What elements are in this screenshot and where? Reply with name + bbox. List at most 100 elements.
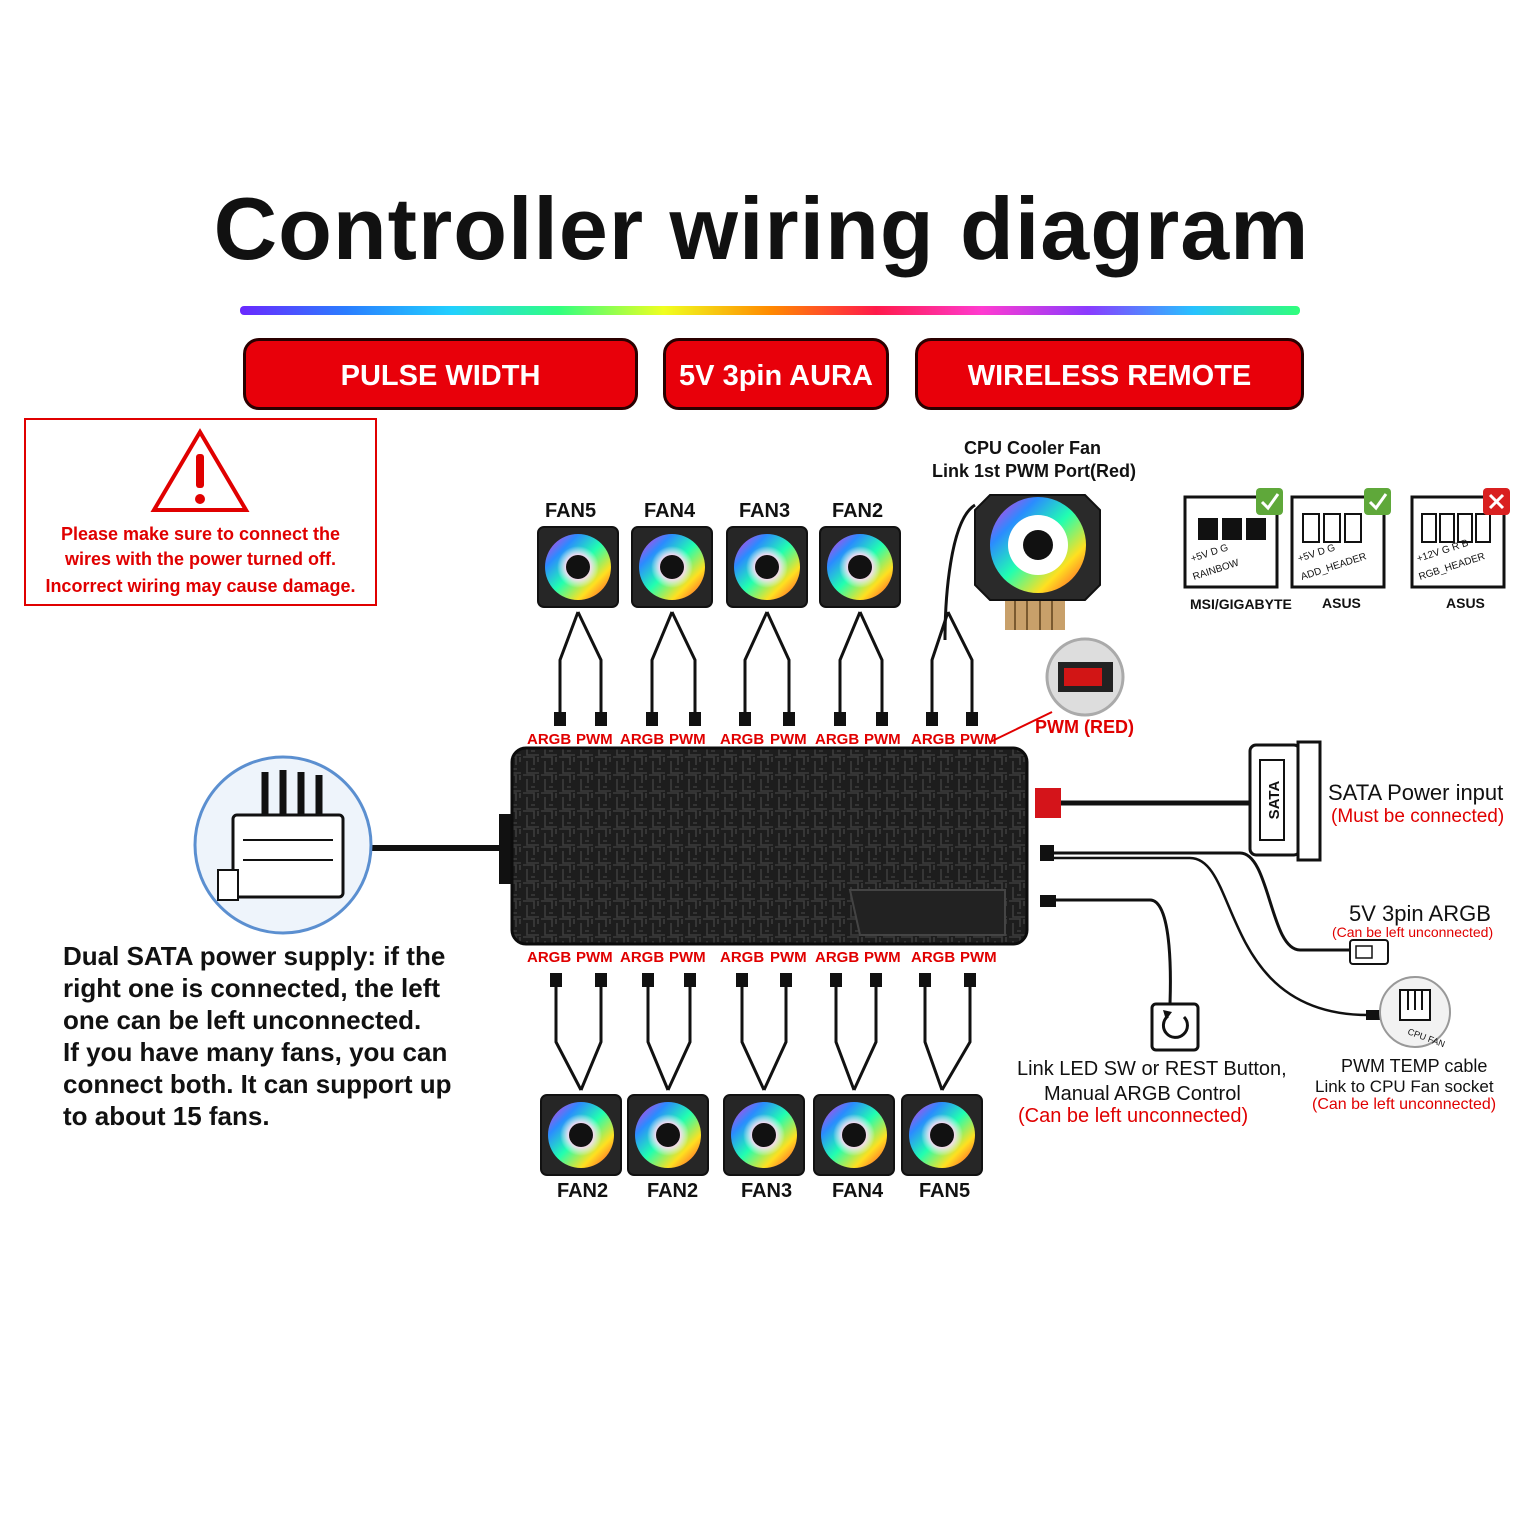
pwm-red-socket-zoom [989, 637, 1125, 743]
port-label-pwm: PWM [864, 949, 901, 966]
rgb-fan [726, 526, 808, 608]
pwm-red-label: PWM (RED) [1035, 717, 1134, 737]
cpu-cooler-label: CPU Cooler Fan [964, 438, 1102, 458]
header-asus-label: ASUS [1322, 595, 1361, 611]
pwm-temp-cable [1054, 856, 1369, 1017]
argb-plug [642, 973, 654, 987]
argb-plug [830, 973, 842, 987]
page-title: Controller wiring diagram [213, 179, 1310, 278]
dual-sata-note: Dual SATA power supply: if the right one… [63, 940, 493, 1132]
check-icon [1368, 493, 1388, 511]
fan-cable [554, 987, 603, 1091]
argb-port [1040, 845, 1054, 861]
port-label-pwm: PWM [864, 731, 901, 748]
argb-plug [736, 973, 748, 987]
pwm-plug [783, 712, 795, 726]
port-label-pwm: PWM [669, 949, 706, 966]
pwm-temp-note: (Can be left unconnected) [1312, 1096, 1497, 1113]
port-label-argb: ARGB [815, 731, 860, 748]
warning-line-1: Please make sure to connect the [60, 524, 341, 544]
switch-cable [1056, 898, 1172, 1005]
pwm-plug [870, 973, 882, 987]
rgb-fan [819, 526, 901, 608]
rgb-fan [813, 1094, 895, 1176]
fan-cable [650, 611, 697, 712]
cross-icon [1488, 493, 1505, 510]
argb-plug [550, 973, 562, 987]
cpu-cooler [943, 494, 1101, 641]
warning-line-3: Incorrect wiring may cause damage. [45, 576, 356, 596]
dual-sata-note-line: connect both. It can support up [63, 1069, 452, 1099]
argb-plug [834, 712, 846, 726]
sata-input-label: SATA Power input [1328, 780, 1504, 805]
rgb-fan [901, 1094, 983, 1176]
pwm-plug [684, 973, 696, 987]
warning-icon [150, 428, 250, 512]
bottom-fan-label: FAN2 [557, 1180, 609, 1202]
port-label-pwm: PWM [770, 731, 807, 748]
argb-plug [919, 973, 931, 987]
header-msi-icon: +5V D G RAINBOW [1183, 488, 1283, 589]
left-sata-socket [499, 814, 514, 884]
feature-aura-badge: 5V 3pin AURA [663, 338, 889, 410]
argb-plug [739, 712, 751, 726]
argb-out-label: 5V 3pin ARGB [1349, 901, 1491, 926]
rgb-fan [537, 526, 619, 608]
pwm-temp-plug [1366, 1010, 1380, 1020]
sata-port-red [1035, 788, 1061, 818]
rgb-fan [627, 1094, 709, 1176]
port-label-argb: ARGB [815, 949, 860, 966]
sata-connector-text: SATA [1266, 781, 1283, 820]
top-fan-label: FAN5 [545, 500, 597, 522]
port-label-argb: ARGB [527, 731, 572, 748]
header-asus-label: ASUS [1446, 595, 1485, 611]
pwm-temp-label: PWM TEMP cable [1341, 1056, 1488, 1076]
sata-input-note: (Must be connected) [1331, 806, 1505, 827]
fan-cable [646, 987, 692, 1091]
dual-sata-note-line: Dual SATA power supply: if the [63, 941, 446, 971]
fan-cable [740, 987, 788, 1091]
warning-line-2: wires with the power turned off. [64, 549, 336, 569]
rainbow-divider [240, 306, 1300, 315]
fan-cable [743, 611, 791, 712]
port-label-pwm: PWM [576, 949, 613, 966]
port-label-argb: ARGB [527, 949, 572, 966]
dual-sata-note-line: to about 15 fans. [63, 1101, 270, 1131]
rgb-fan [540, 1094, 622, 1176]
led-sw-label: Link LED SW or REST Button, [1017, 1058, 1287, 1080]
port-label-argb: ARGB [911, 731, 956, 748]
header-asus-bad-icon: +12V G R B RGB_HEADER [1410, 488, 1510, 589]
dual-sata-note-line: right one is connected, the left [63, 973, 441, 1003]
bottom-fan-label: FAN3 [741, 1180, 793, 1202]
header-asus-ok-icon: +5V D G ADD_HEADER [1290, 488, 1391, 589]
argb-out-note: (Can be left unconnected) [1332, 924, 1494, 940]
pwm-plug [780, 973, 792, 987]
cpu-cooler-sublabel: Link 1st PWM Port(Red) [932, 461, 1137, 481]
led-sw-note: (Can be left unconnected) [1018, 1105, 1249, 1127]
port-label-argb: ARGB [620, 731, 665, 748]
cpu-fan-socket-icon: CPU FAN [1379, 976, 1451, 1049]
port-label-pwm: PWM [669, 731, 706, 748]
argb-plug [554, 712, 566, 726]
port-label-argb: ARGB [720, 731, 765, 748]
led-sw-sublabel: Manual ARGB Control [1044, 1083, 1241, 1105]
pwm-plug [964, 973, 976, 987]
switch-port [1040, 895, 1056, 907]
cpu-fan-cable [930, 611, 974, 712]
hub-logo-plate [848, 889, 1006, 936]
argb-plug [926, 712, 938, 726]
dual-sata-note-line: If you have many fans, you can [63, 1037, 448, 1067]
port-label-pwm: PWM [960, 731, 997, 748]
argb-cable [1054, 851, 1350, 952]
fans-layer [537, 526, 983, 1176]
fan-cable [923, 987, 972, 1091]
pwm-plug [876, 712, 888, 726]
fan-cable [834, 987, 878, 1091]
top-fan-label: FAN4 [644, 500, 696, 522]
pwm-plug [966, 712, 978, 726]
port-label-pwm: PWM [770, 949, 807, 966]
pwm-temp-sublabel: Link to CPU Fan socket [1315, 1077, 1494, 1096]
header-msi-label: MSI/GIGABYTE [1190, 596, 1292, 612]
